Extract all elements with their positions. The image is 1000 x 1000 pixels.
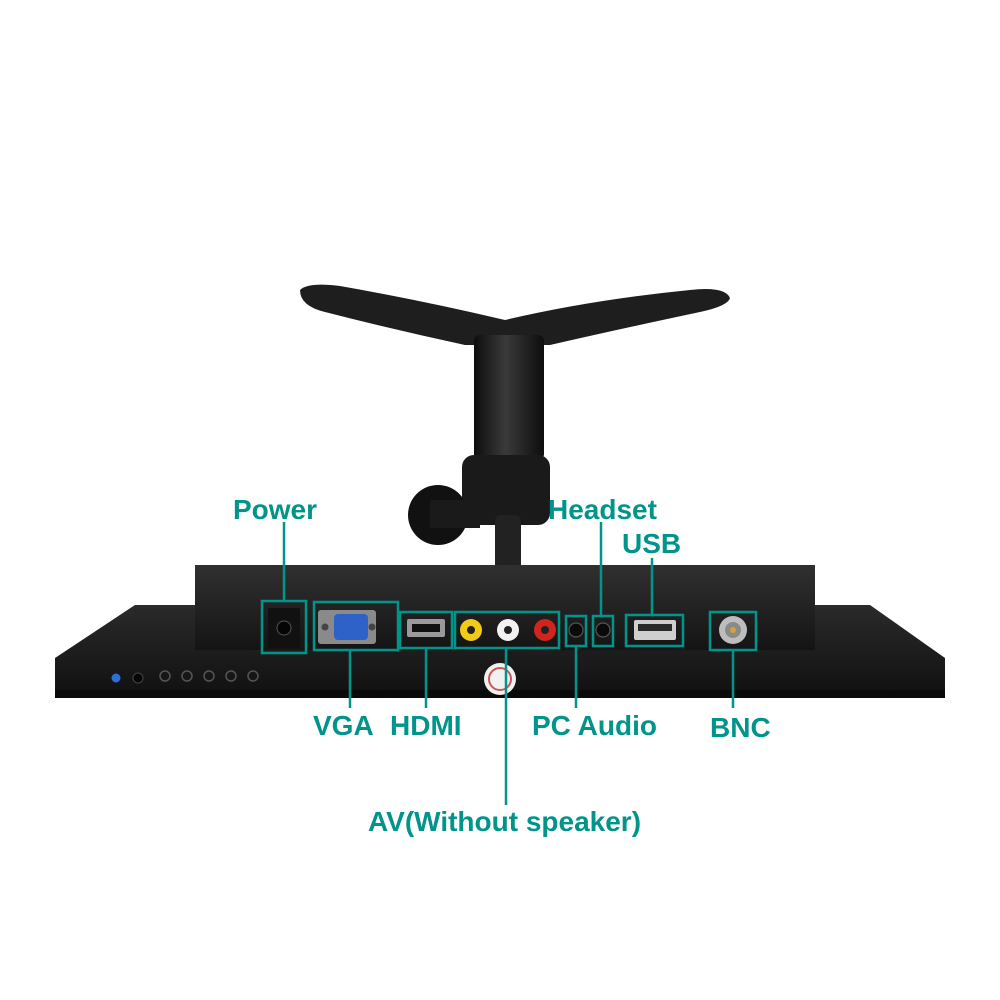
hdmi-port xyxy=(407,619,445,637)
callout-lines xyxy=(260,522,758,805)
warranty-sticker xyxy=(484,663,516,695)
label-pc-audio: PC Audio xyxy=(532,710,657,741)
label-bnc: BNC xyxy=(710,712,771,743)
power-port xyxy=(268,608,300,648)
label-usb: USB xyxy=(622,528,682,559)
label-headset: Headset xyxy=(548,494,657,525)
label-vga: VGA xyxy=(313,710,374,741)
bnc-port xyxy=(719,616,747,644)
vga-port xyxy=(318,610,376,644)
front-buttons xyxy=(111,670,259,684)
pc-audio-port xyxy=(568,622,584,638)
usb-port xyxy=(634,620,676,640)
label-av: AV(Without speaker) xyxy=(368,806,642,837)
label-power: Power xyxy=(233,494,318,525)
label-hdmi: HDMI xyxy=(390,710,462,741)
headset-port xyxy=(595,622,611,638)
av-ports xyxy=(460,619,556,641)
